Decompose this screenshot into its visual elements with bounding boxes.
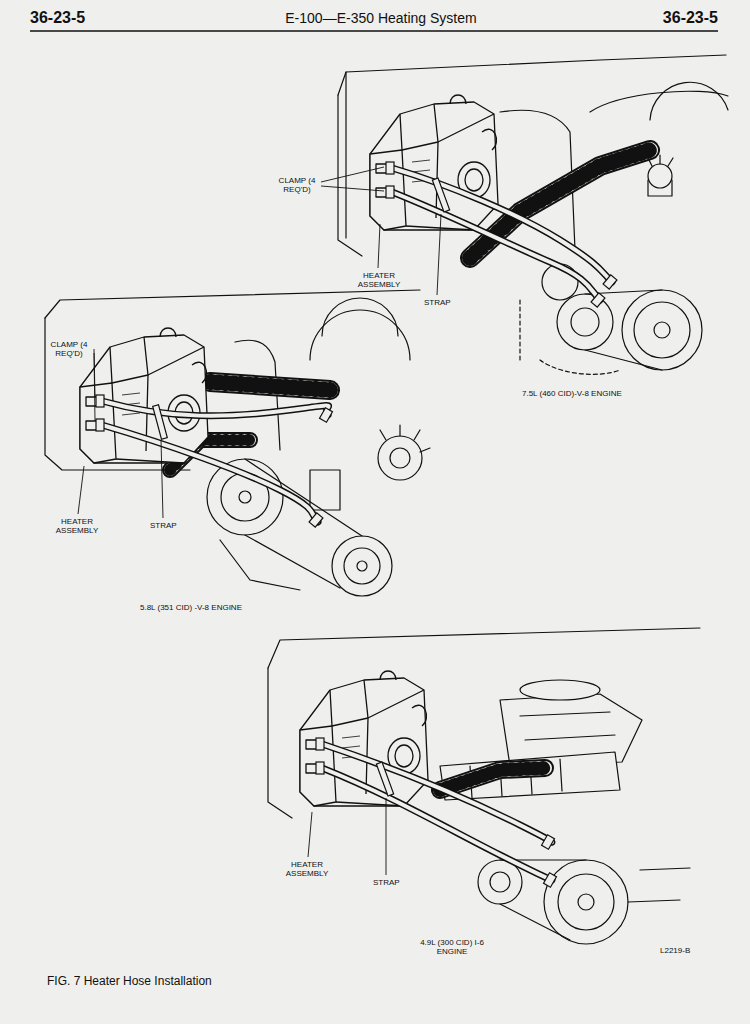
figure-code: L2219-B bbox=[660, 946, 690, 955]
clamp-label: CLAMP (4 REQ'D) bbox=[274, 176, 320, 194]
strap-label: STRAP bbox=[424, 298, 451, 307]
engine-label: 5.8L (351 CID) -V-8 ENGINE bbox=[140, 603, 242, 612]
clamps-strap-5-8 bbox=[96, 395, 332, 527]
engine-label: 7.5L (460 CID)-V-8 ENGINE bbox=[522, 389, 622, 398]
heater-assembly-label: HEATER ASSEMBLY bbox=[280, 860, 334, 878]
engine-4-9-drawing bbox=[268, 628, 700, 944]
hoses-4-9 bbox=[322, 744, 552, 880]
leader-lines-5-8 bbox=[78, 349, 163, 518]
heater-assembly-label: HEATER ASSEMBLY bbox=[352, 271, 406, 289]
clamps-strap-4-9 bbox=[316, 738, 556, 887]
strap-label: STRAP bbox=[150, 521, 177, 530]
figure-caption: FIG. 7 Heater Hose Installation bbox=[47, 975, 212, 989]
hoses-7-5 bbox=[392, 168, 612, 300]
strap-label: STRAP bbox=[373, 878, 400, 887]
page-number: 36-23-5 bbox=[663, 9, 718, 27]
clamp-label: CLAMP (4 REQ'D) bbox=[46, 340, 92, 358]
heater-assembly-label: HEATER ASSEMBLY bbox=[50, 517, 104, 535]
engine-5-8-drawing bbox=[45, 290, 430, 596]
clamps-strap-7-5 bbox=[386, 162, 617, 307]
header-rule bbox=[30, 30, 718, 32]
hoses-5-8 bbox=[102, 401, 329, 522]
page-title: E-100—E-350 Heating System bbox=[0, 10, 750, 26]
page-number: 36-23-5 bbox=[30, 9, 85, 27]
leader-lines-7-5 bbox=[321, 167, 441, 295]
engine-label: 4.9L (300 CID) I-6 ENGINE bbox=[406, 938, 498, 956]
